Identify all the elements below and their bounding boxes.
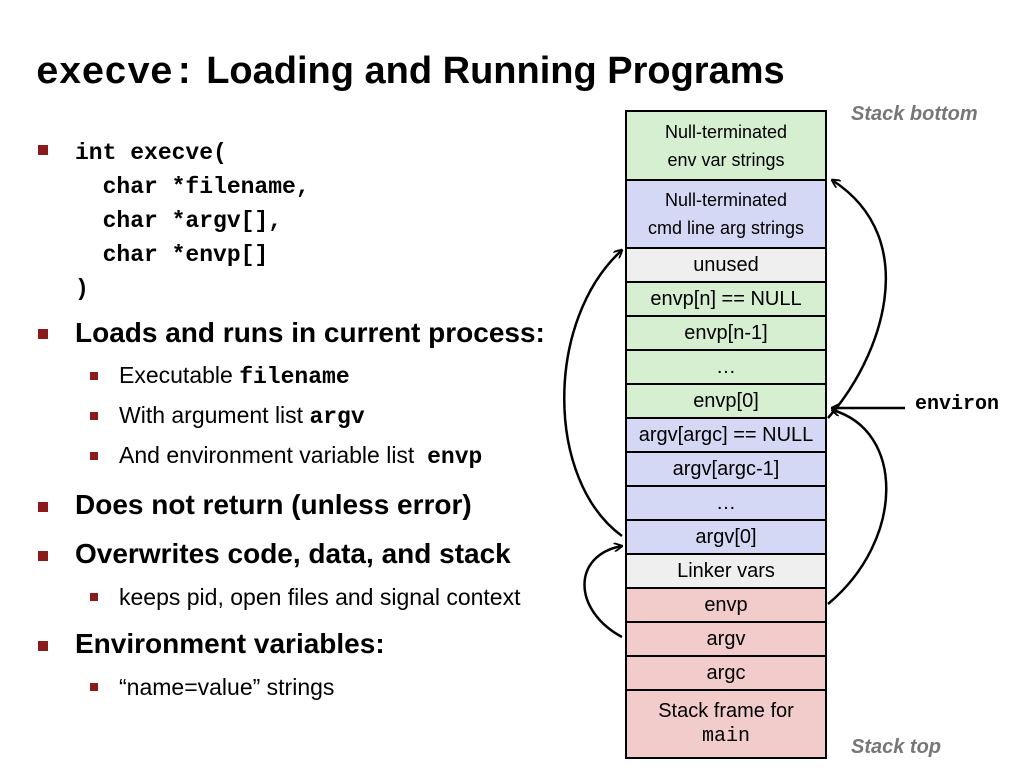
sub-bullet-marker xyxy=(90,412,98,420)
stack-cell-envp-n: envp[n] == NULL xyxy=(627,283,825,317)
sub-bullet-text: And environment variable list xyxy=(119,442,428,468)
sub-bullet-code: argv xyxy=(309,404,365,430)
arrow-argv0-to-arg-strings xyxy=(563,250,622,538)
sub-bullet-code: envp xyxy=(427,444,483,470)
signature-line: ) xyxy=(75,276,89,302)
sub-bullet-keeps: keeps pid, open files and signal context xyxy=(119,584,521,610)
stack-cell-linker-vars: Linker vars xyxy=(627,555,825,589)
signature-line: char *argv[], xyxy=(75,208,283,234)
bullet-overwrites: Overwrites code, data, and stack xyxy=(75,538,511,569)
sub-bullet-marker xyxy=(90,452,98,460)
title-text: Loading and Running Programs xyxy=(206,50,785,92)
stack-cell-envp-0: envp[0] xyxy=(627,385,825,419)
stack-cell-code: main xyxy=(701,725,750,748)
arrow-envp0-to-env-strings xyxy=(827,180,887,419)
stack-cell-argc: argc xyxy=(627,657,825,691)
bullet-marker xyxy=(38,502,48,512)
stack-bottom-label: Stack bottom xyxy=(851,103,978,125)
title-code: execve: xyxy=(36,52,196,95)
signature-line: int execve( xyxy=(75,140,227,166)
bullet-marker xyxy=(38,641,48,651)
arrow-argv-to-argv0 xyxy=(583,546,623,639)
bullet-marker xyxy=(38,145,48,155)
stack-cell-line: cmd line arg strings xyxy=(647,218,805,238)
stack-cell-envp-n-1: envp[n-1] xyxy=(627,317,825,351)
slide-title: execve: Loading and Running Programs xyxy=(36,50,785,95)
bullet-env: Environment variables: xyxy=(75,628,385,659)
stack-cell-env-strings: Null-terminated env var strings xyxy=(627,112,825,181)
sub-bullet-marker xyxy=(90,372,98,380)
stack-cell-main-frame: Stack frame for main xyxy=(627,691,825,759)
stack-cell-argv-ellipsis: … xyxy=(627,487,825,521)
stack-cell-argv-argc: argv[argc] == NULL xyxy=(627,419,825,453)
sub-bullet-argv: With argument list argv xyxy=(119,402,365,430)
stack-diagram: Null-terminated env var strings Null-ter… xyxy=(625,110,827,759)
sub-bullet-text: With argument list xyxy=(119,402,310,428)
sub-bullet-envp: And environment variable list envp xyxy=(119,442,482,470)
stack-cell-unused: unused xyxy=(627,249,825,283)
arrow-envp-to-envp0 xyxy=(827,410,888,605)
stack-cell-envp: envp xyxy=(627,589,825,623)
stack-cell-argv-argc-1: argv[argc-1] xyxy=(627,453,825,487)
sub-bullet-code: filename xyxy=(239,364,350,390)
stack-cell-line: Null-terminated xyxy=(664,190,788,210)
sub-bullet-namevalue: “name=value” strings xyxy=(119,674,335,700)
stack-cell-line: Stack frame for xyxy=(658,700,794,722)
bullet-noreturn: Does not return (unless error) xyxy=(75,489,472,520)
sub-bullet-text: Executable xyxy=(119,362,240,388)
stack-top-label: Stack top xyxy=(851,736,942,758)
sub-bullet-filename: Executable filename xyxy=(119,362,350,390)
stack-cell-envp-ellipsis: … xyxy=(627,351,825,385)
environ-label: environ xyxy=(915,393,1000,416)
signature-line: char *envp[] xyxy=(75,242,269,268)
stack-cell-line: env var strings xyxy=(667,149,785,170)
signature-line: char *filename, xyxy=(75,174,310,200)
bullet-loads: Loads and runs in current process: xyxy=(75,317,545,348)
stack-cell-argv-0: argv[0] xyxy=(627,521,825,555)
stack-cell-argv: argv xyxy=(627,623,825,657)
execve-signature: int execve( char *filename, char *argv[]… xyxy=(75,136,310,306)
bullet-marker xyxy=(38,329,48,339)
bullet-marker xyxy=(38,551,48,561)
stack-cell-line: Null-terminated xyxy=(664,121,788,142)
stack-cell-arg-strings: Null-terminated cmd line arg strings xyxy=(627,181,825,249)
sub-bullet-marker xyxy=(90,593,98,601)
sub-bullet-marker xyxy=(90,683,98,691)
